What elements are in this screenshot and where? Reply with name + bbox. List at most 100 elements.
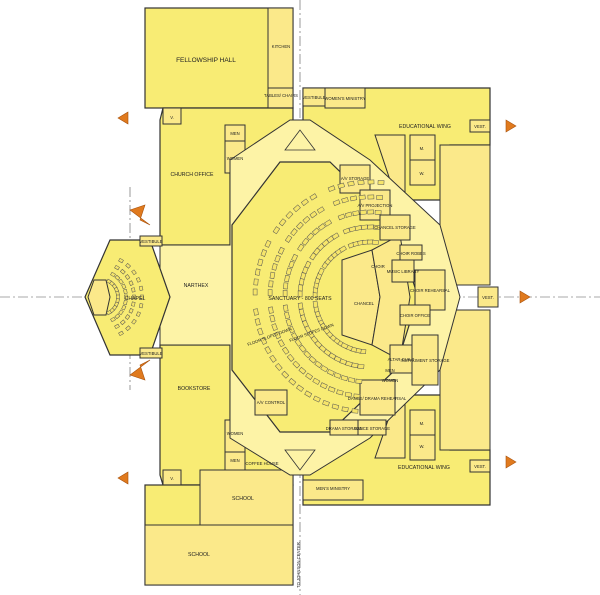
drama-rehearsal-label: DANCE/ DRAMA REHEARSAL — [348, 396, 407, 401]
vestibule-left-bottom-label: VESTIBULE — [139, 351, 162, 356]
seat-pew — [257, 258, 264, 267]
womens-ministry-label: WOMEN'S MINISTRY — [324, 96, 365, 101]
seat-pew — [296, 384, 304, 392]
seat-pew — [333, 372, 342, 379]
men-top-label: MEN — [230, 131, 239, 136]
seat-pew — [377, 180, 385, 185]
seat-pew — [277, 339, 285, 348]
chapel-pew — [138, 303, 144, 309]
seat-pew — [351, 362, 359, 369]
seat-pew — [297, 302, 304, 310]
mens-ministry-label: MEN'S MINISTRY — [316, 486, 350, 491]
w-restroom-bottom — [409, 434, 436, 461]
chapel-pew — [128, 308, 134, 314]
seat-pew — [303, 350, 312, 359]
seat-pew — [296, 221, 304, 230]
seat-pew — [344, 391, 352, 398]
seat-pew — [264, 240, 272, 248]
entry-arrow-w2 — [129, 359, 151, 381]
vestibule-v-top — [162, 107, 182, 125]
to-johnson-label: TO JOHNSON CENTER — [296, 542, 301, 588]
seat-pew — [267, 289, 273, 296]
chapel-pew — [110, 271, 116, 278]
chapel-pew — [131, 287, 136, 293]
seat-pew — [367, 209, 375, 215]
fellowship-hall-label: FELLOWSHIP HALL — [176, 57, 236, 64]
school-1-label: SCHOOL — [232, 496, 254, 502]
seat-pew — [283, 282, 289, 290]
kitchen-label: KITCHEN — [272, 44, 290, 49]
chapel-pew — [114, 274, 121, 281]
seat-pew — [359, 209, 367, 215]
chapel-pew — [114, 264, 120, 271]
seat-pew — [286, 353, 295, 362]
seat-pew — [283, 311, 291, 320]
vest-top-label: VEST. — [474, 124, 486, 129]
seat-pew — [269, 354, 277, 363]
coffee-house-label: COFFEE HOUSE — [245, 461, 278, 466]
chapel-pew — [118, 257, 124, 264]
v-bottom-label: V. — [170, 476, 174, 481]
av-projection-label: A/V PROJECTION — [358, 203, 393, 208]
seat-pew — [277, 246, 285, 255]
seat-pew — [309, 193, 318, 201]
seat-pew — [284, 234, 293, 243]
seat-pew — [253, 308, 259, 316]
seat-pew — [317, 267, 325, 276]
chapel-pew — [124, 314, 131, 320]
chapel-pew — [135, 311, 141, 317]
seat-pew — [309, 210, 318, 219]
seat-pew — [274, 363, 283, 371]
chapel-pew — [123, 289, 128, 295]
vestibule-left-bottom — [139, 347, 163, 359]
women-top-label: WOMEN — [227, 156, 244, 161]
dance-storage — [357, 419, 387, 436]
av-control — [254, 389, 288, 416]
seat-pew — [367, 224, 374, 230]
seat-pew — [291, 253, 299, 262]
seat-pew — [285, 267, 292, 276]
seat-pew — [302, 215, 311, 224]
vestibule-top-label: VESTIBULE — [302, 95, 325, 100]
seat-pew — [285, 318, 293, 327]
chapel-pew — [128, 280, 134, 286]
school-2-label: SCHOOL — [188, 552, 210, 558]
seat-pew — [294, 338, 303, 347]
seat-pew — [331, 232, 340, 240]
av-storage-label: A/V STORAGE — [341, 176, 370, 181]
seat-pew — [288, 377, 297, 386]
chapel-pew — [114, 313, 121, 320]
seat-pew — [314, 360, 323, 369]
seat-pew — [336, 389, 344, 396]
seat-pew — [301, 237, 310, 246]
narthex-label: NARTHEX — [184, 283, 209, 289]
m-label-top: M. — [420, 146, 425, 151]
seat-pew — [292, 204, 301, 213]
music-library — [391, 259, 415, 283]
chapel-pew — [119, 319, 126, 326]
seat-pew — [361, 224, 368, 230]
vest-top — [469, 119, 491, 133]
seat-pew — [358, 194, 366, 200]
entry-arrow-ne — [505, 119, 517, 133]
school-room-2 — [144, 524, 294, 586]
seat-pew — [272, 226, 281, 235]
chapel-pew — [140, 294, 144, 300]
chapel-pew — [110, 316, 116, 323]
seat-pew — [333, 355, 342, 363]
skylight-north — [284, 129, 316, 151]
mens-ministry — [302, 479, 364, 501]
chapel-pew — [138, 285, 144, 291]
seat-pew — [282, 290, 288, 297]
dance-storage-label: DANCE STORAGE — [354, 426, 390, 431]
seat-pew — [367, 179, 375, 185]
seat-pew — [337, 213, 346, 221]
seat-pew — [367, 194, 375, 200]
educational-wing-top-label: EDUCATIONAL WING — [399, 124, 451, 130]
m-restroom-top — [409, 134, 436, 161]
seat-pew — [281, 370, 290, 379]
drama-storage-label: DRAMA STORAGE — [326, 426, 363, 431]
seat-pew — [291, 332, 299, 341]
chancel-storage-label: CHANCEL STORAGE — [374, 225, 416, 230]
seat-pew — [348, 377, 356, 383]
